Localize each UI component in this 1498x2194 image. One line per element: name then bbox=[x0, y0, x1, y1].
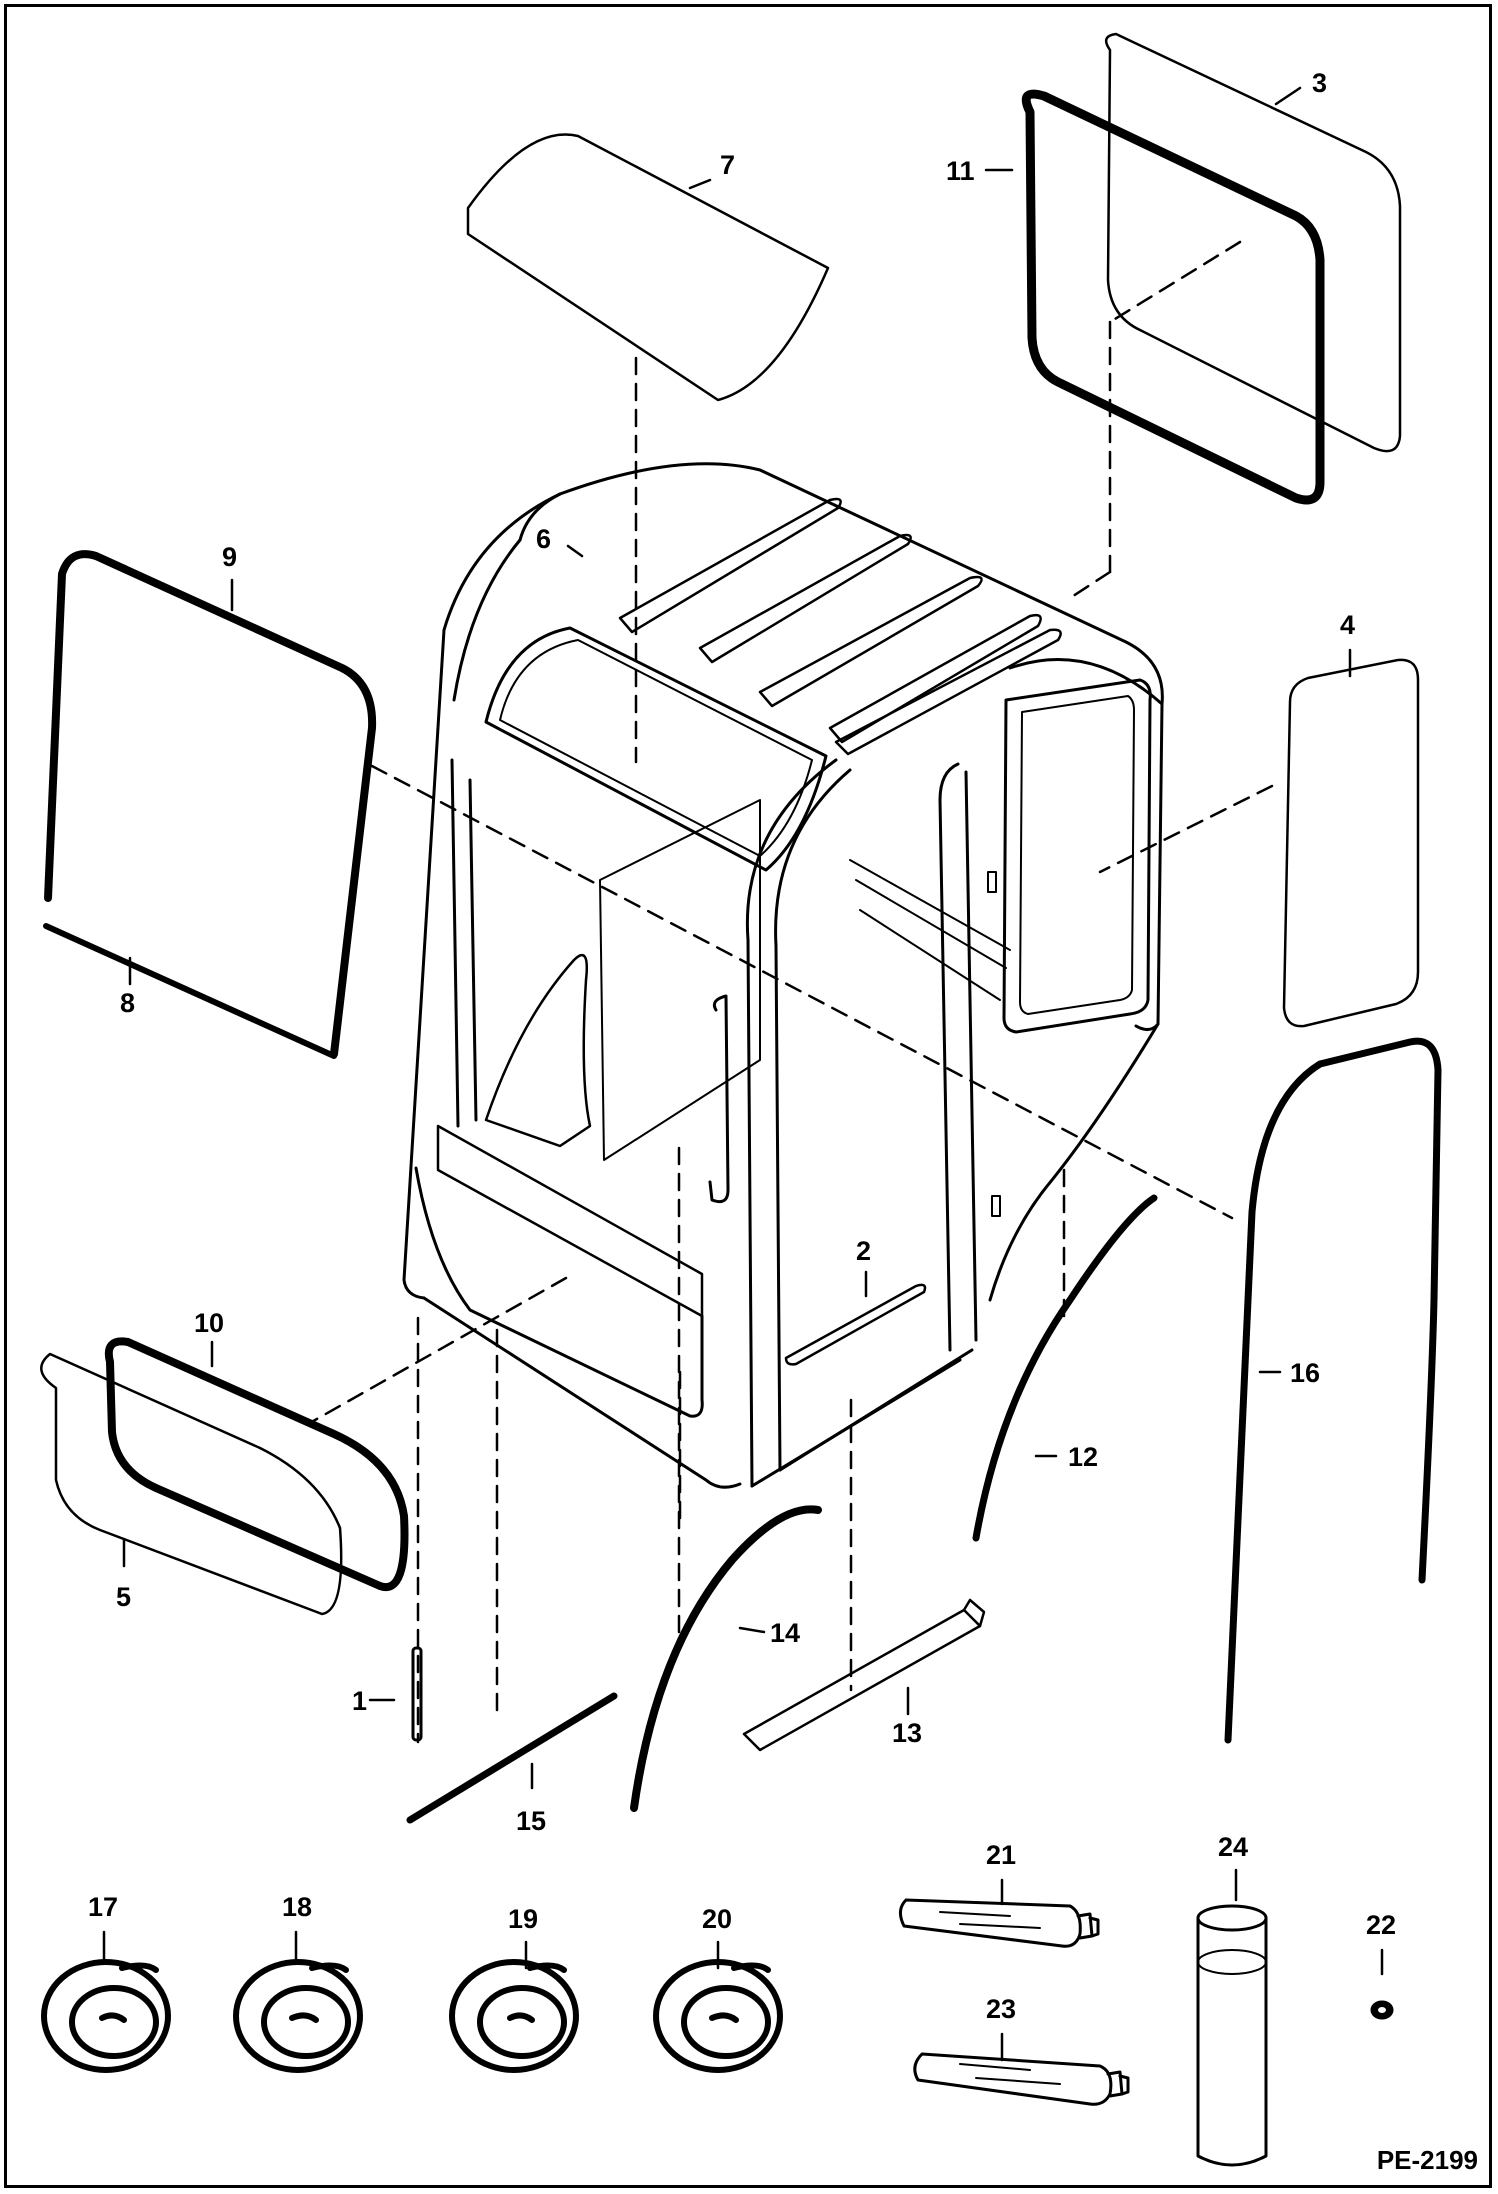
curved-seal-12 bbox=[972, 1194, 1158, 1542]
coil-seal-19 bbox=[449, 1959, 579, 2073]
adhesive-tube-23 bbox=[913, 2052, 1130, 2106]
lower-front-glass bbox=[40, 1352, 343, 1616]
door-seal bbox=[1224, 1037, 1442, 1744]
callout-2: 2 bbox=[856, 1236, 872, 1266]
assembly-leader-lines bbox=[306, 240, 1274, 1744]
strip-15 bbox=[406, 1692, 618, 1824]
callout-9: 9 bbox=[222, 542, 238, 572]
callout-13: 13 bbox=[892, 1718, 923, 1748]
coil-seal-20 bbox=[653, 1959, 783, 2073]
callout-21: 21 bbox=[986, 1840, 1017, 1870]
callout-19: 19 bbox=[508, 1904, 539, 1934]
callout-15: 15 bbox=[516, 1806, 547, 1836]
adhesive-tube-21 bbox=[899, 1898, 1100, 1948]
callout-1: 1 bbox=[352, 1686, 368, 1716]
lower-strip bbox=[43, 923, 337, 1059]
rubber-bar bbox=[742, 1598, 986, 1752]
cab-frame bbox=[402, 462, 1164, 1489]
callout-6: 6 bbox=[536, 524, 552, 554]
callout-20: 20 bbox=[702, 1904, 733, 1934]
callout-24: 24 bbox=[1218, 1832, 1249, 1862]
figure-code: PE-2199 bbox=[1376, 2145, 1478, 2175]
callout-22: 22 bbox=[1366, 1910, 1397, 1940]
callout-14: 14 bbox=[770, 1618, 801, 1648]
front-window-seal bbox=[44, 550, 377, 1058]
side-glass bbox=[1282, 658, 1420, 1028]
small-nut-22 bbox=[1370, 2000, 1394, 2020]
callout-8: 8 bbox=[120, 988, 136, 1018]
callout-leaders bbox=[102, 86, 1384, 2062]
callout-3: 3 bbox=[1312, 68, 1328, 98]
callout-23: 23 bbox=[986, 1994, 1017, 2024]
roof-glass bbox=[466, 133, 830, 402]
callout-12: 12 bbox=[1068, 1442, 1099, 1472]
callout-18: 18 bbox=[282, 1892, 313, 1922]
callout-4: 4 bbox=[1340, 610, 1356, 640]
callout-7: 7 bbox=[720, 150, 736, 180]
diagram-border bbox=[4, 4, 1492, 2188]
callout-5: 5 bbox=[116, 1582, 132, 1612]
callout-10: 10 bbox=[194, 1308, 225, 1338]
curved-seal-14 bbox=[630, 1505, 822, 1812]
rear-glass bbox=[1104, 32, 1402, 453]
coil-seal-18 bbox=[233, 1959, 363, 2073]
coil-seal-17 bbox=[41, 1959, 171, 2073]
callout-16: 16 bbox=[1290, 1358, 1321, 1388]
rear-glass-seal bbox=[1021, 89, 1325, 505]
spray-can-24 bbox=[1196, 1904, 1268, 2167]
pin-part bbox=[411, 1646, 423, 1742]
lower-glass-seal bbox=[104, 1337, 409, 1592]
callout-17: 17 bbox=[88, 1892, 119, 1922]
callout-11: 11 bbox=[946, 156, 975, 186]
